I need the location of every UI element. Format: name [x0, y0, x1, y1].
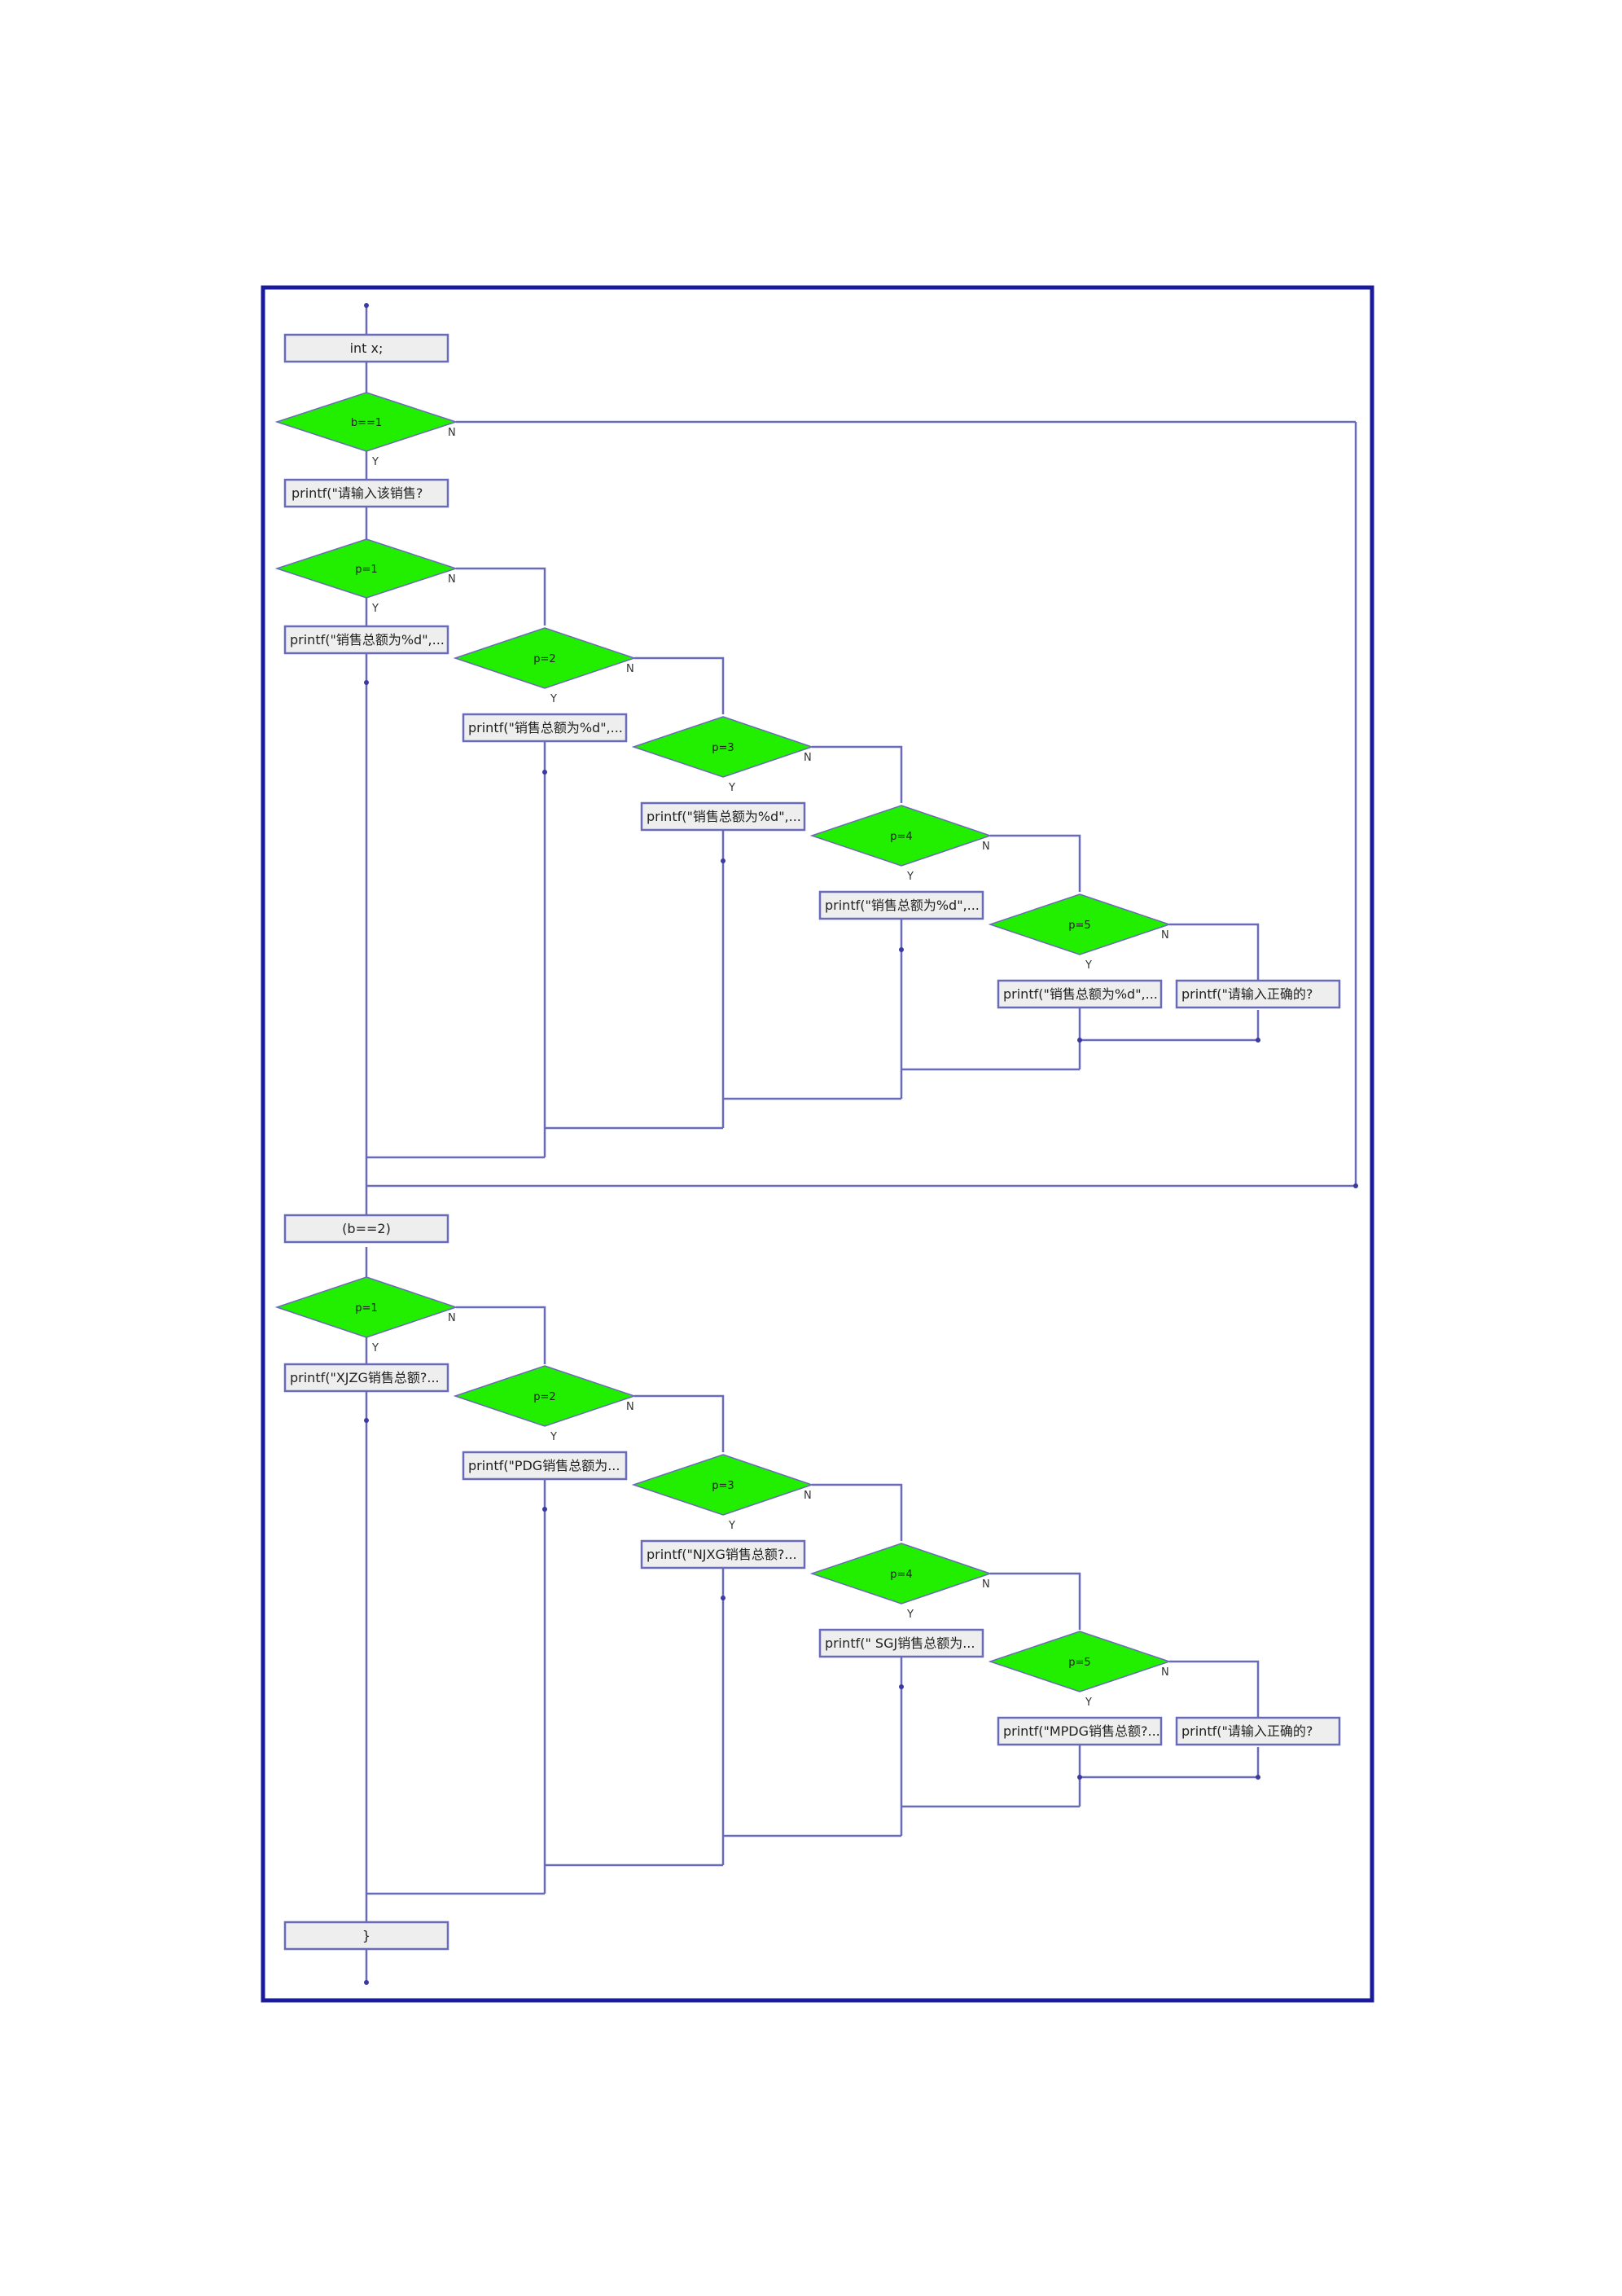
start-box-label: int x; [350, 340, 384, 356]
s2-box-1-label: printf("XJZG销售总额?... [290, 1370, 440, 1385]
outer-yes-label: Y [371, 456, 379, 468]
s2-box-2: printf("PDG销售总额为... [462, 1451, 628, 1481]
s2-no-2: N [626, 1401, 634, 1413]
s2-decision-4-label: p=4 [890, 1569, 912, 1581]
s1-else-box: printf("请输入正确的? [1175, 979, 1341, 1009]
end-box-label: } [362, 1928, 370, 1943]
s1-yes-1: Y [371, 603, 379, 615]
s2-yes-3: Y [728, 1520, 735, 1532]
s2-box-5-label: printf("MPDG销售总额?... [1003, 1723, 1160, 1739]
s1-box-4-label: printf("销售总额为%d",... [825, 898, 980, 913]
input-box-label: printf("请输入该销售? [292, 485, 423, 501]
s2-box-1: printf("XJZG销售总额?... [283, 1363, 449, 1393]
s1-box-5: printf("销售总额为%d",... [997, 979, 1163, 1009]
middle-box-label: (b==2) [342, 1221, 391, 1236]
s1-yes-4: Y [906, 871, 914, 883]
outer-decision: b==1 Y N [274, 392, 458, 468]
s1-no-4: N [982, 841, 990, 853]
section1-wires [365, 304, 1357, 1228]
s2-decision-2-label: p=2 [533, 1391, 555, 1403]
s1-box-2-label: printf("销售总额为%d",... [468, 720, 623, 735]
s2-no-4: N [982, 1578, 990, 1591]
s1-yes-3: Y [728, 782, 735, 794]
s2-box-4: printf(" SGJ销售总额为... [818, 1628, 984, 1658]
start-box: int x; [283, 333, 449, 363]
s1-no-3: N [804, 752, 812, 764]
input-box: printf("请输入该销售? [283, 478, 449, 508]
s1-box-4: printf("销售总额为%d",... [818, 890, 984, 920]
s2-decision-1-label: p=1 [355, 1302, 377, 1315]
s1-no-2: N [626, 663, 634, 675]
s2-decision-2: p=2 Y N [453, 1365, 637, 1443]
s1-box-3: printf("销售总额为%d",... [640, 801, 806, 832]
middle-box: (b==2) [283, 1214, 449, 1244]
s2-decision-5-label: p=5 [1068, 1657, 1090, 1669]
s1-no-5: N [1161, 929, 1169, 942]
s2-decision-1: p=1 Y N [274, 1276, 458, 1354]
s1-decision-4: p=4 Y N [809, 805, 993, 883]
s1-decision-2-label: p=2 [533, 653, 555, 665]
s2-no-3: N [804, 1490, 812, 1502]
s2-else-box-label: printf("请输入正确的? [1181, 1723, 1313, 1739]
outer-no-label: N [448, 427, 456, 439]
s1-box-1: printf("销售总额为%d",... [283, 625, 449, 655]
diagram-frame [261, 285, 1374, 2003]
s2-no-5: N [1161, 1666, 1169, 1679]
s1-decision-1-label: p=1 [355, 564, 377, 576]
section2-wires [365, 1247, 1260, 1982]
s2-yes-1: Y [371, 1342, 379, 1354]
junction-dots [364, 303, 1358, 1985]
s2-decision-4: p=4 Y N [809, 1543, 993, 1621]
s1-decision-5-label: p=5 [1068, 920, 1090, 932]
outer-decision-label: b==1 [351, 417, 382, 429]
s1-decision-1: p=1 Y N [274, 538, 458, 615]
s1-no-1: N [448, 573, 456, 586]
s1-decision-3-label: p=3 [712, 742, 734, 754]
s2-yes-2: Y [550, 1431, 557, 1443]
s2-box-3: printf("NJXG销售总额?... [640, 1539, 806, 1569]
s1-decision-3: p=3 Y N [631, 716, 814, 794]
s2-yes-5: Y [1085, 1697, 1092, 1709]
end-box: } [283, 1921, 449, 1951]
s1-else-box-label: printf("请输入正确的? [1181, 986, 1313, 1002]
s1-decision-4-label: p=4 [890, 831, 912, 843]
s1-box-3-label: printf("销售总额为%d",... [647, 809, 801, 824]
s2-box-5: printf("MPDG销售总额?... [997, 1716, 1163, 1746]
s1-box-2: printf("销售总额为%d",... [462, 713, 628, 743]
s2-yes-4: Y [906, 1609, 914, 1621]
s2-no-1: N [448, 1312, 456, 1324]
s1-box-5-label: printf("销售总额为%d",... [1003, 986, 1158, 1002]
s2-box-2-label: printf("PDG销售总额为... [468, 1458, 620, 1473]
s1-decision-5: p=5 Y N [988, 893, 1172, 972]
s2-box-4-label: printf(" SGJ销售总额为... [825, 1635, 975, 1651]
s2-box-3-label: printf("NJXG销售总额?... [647, 1547, 797, 1562]
s2-decision-3: p=3 Y N [631, 1454, 814, 1532]
s1-decision-2: p=2 Y N [453, 627, 637, 705]
s1-yes-5: Y [1085, 959, 1092, 972]
s2-decision-3-label: p=3 [712, 1480, 734, 1492]
s1-box-1-label: printf("销售总额为%d",... [290, 632, 445, 648]
s2-else-box: printf("请输入正确的? [1175, 1716, 1341, 1746]
s2-decision-5: p=5 Y N [988, 1631, 1172, 1709]
s1-yes-2: Y [550, 693, 557, 705]
